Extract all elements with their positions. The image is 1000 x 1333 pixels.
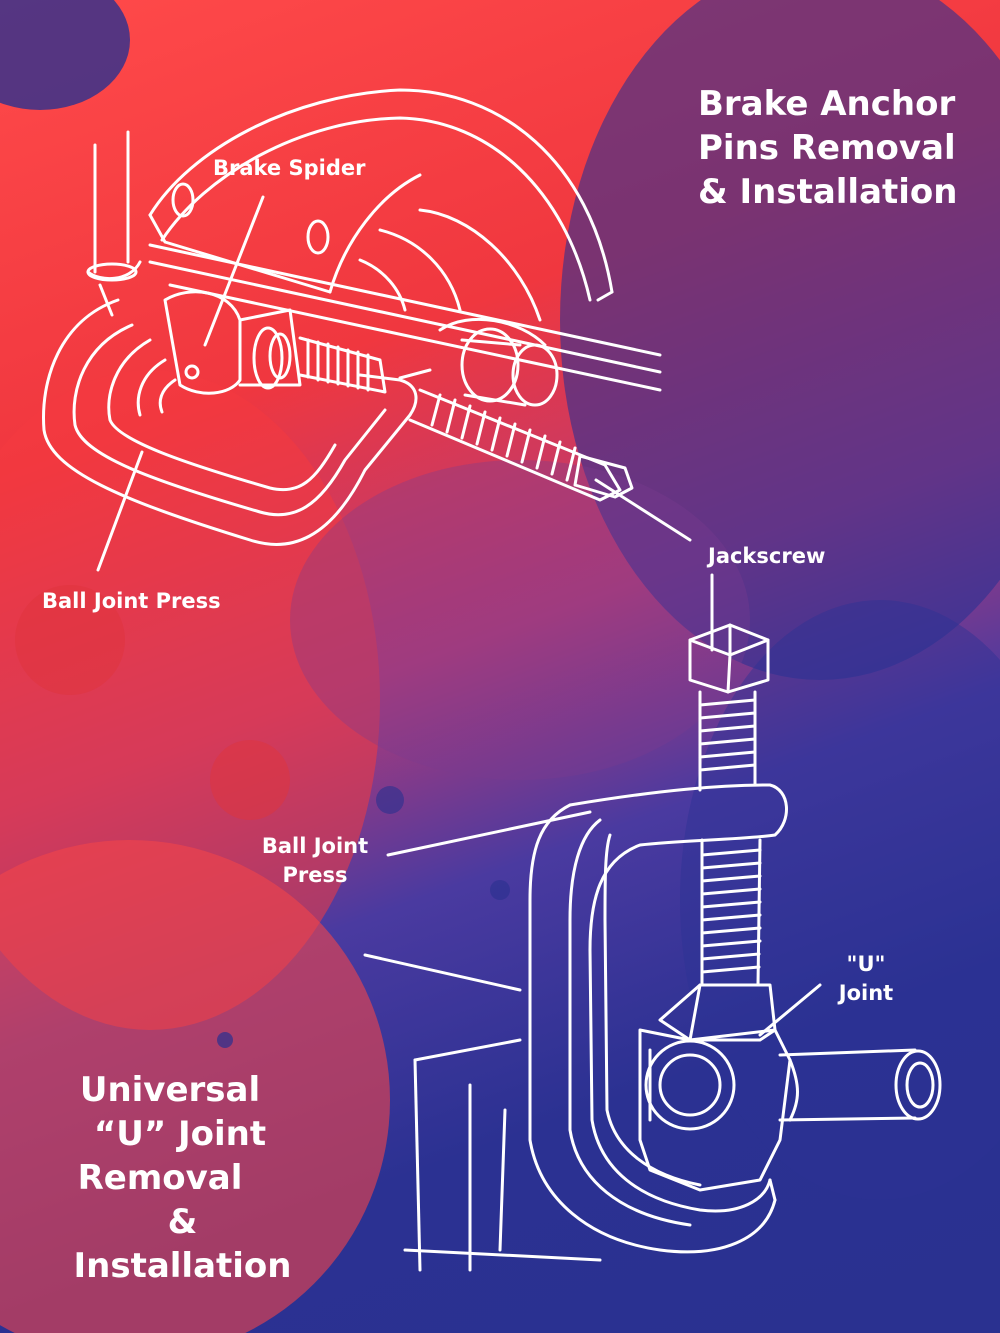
jackscrew-label: Jackscrew xyxy=(708,544,826,568)
ball-joint-press-bottom-label: Ball Joint Press xyxy=(250,832,380,890)
brake-spider-label: Brake Spider xyxy=(213,156,366,180)
bottom-title-line-2: “U” Joint xyxy=(93,1114,267,1154)
drum-hole-1 xyxy=(171,182,195,218)
u-joint-leader xyxy=(758,983,822,1037)
jackscrew-threads-vertical xyxy=(698,698,757,772)
bottom-title: Universal “U” Joint Removal & Installati… xyxy=(55,1068,375,1288)
u-joint-frame-outer xyxy=(568,783,788,1213)
ball-joint-press-bottom-line-2: Press xyxy=(282,863,348,887)
top-title: Brake Anchor Pins Removal & Installation xyxy=(698,82,988,214)
jackscrew-leader xyxy=(594,478,692,542)
bottom-title-line-3: Removal xyxy=(77,1158,243,1198)
jackscrew-hex-tip xyxy=(573,454,634,499)
top-title-line-1: Brake Anchor xyxy=(698,84,956,124)
ball-joint-press-bottom-leader xyxy=(386,810,592,857)
u-joint-bearing-outer xyxy=(644,1039,736,1131)
bottom-title-line-4: & Installation xyxy=(73,1202,292,1286)
brake-drum-outer-arc xyxy=(148,88,614,294)
bottom-title-line-1: Universal xyxy=(79,1070,261,1110)
u-joint-label: "U" Joint xyxy=(826,950,906,1008)
press-frame-outer xyxy=(42,298,418,546)
u-joint-shaft-top xyxy=(778,1048,917,1057)
u-joint-line-2: Joint xyxy=(838,981,894,1005)
brake-spider-leader xyxy=(203,195,265,347)
top-title-line-2: Pins Removal xyxy=(698,128,956,168)
u-joint-line-1: "U" xyxy=(846,952,886,976)
ball-joint-press-top-leader xyxy=(96,450,144,572)
ball-joint-press-bottom-line-1: Ball Joint xyxy=(261,834,369,858)
jackscrew-threads-top xyxy=(306,338,370,392)
drum-hole-2 xyxy=(306,219,330,255)
top-title-line-3: & Installation xyxy=(698,172,958,212)
ball-joint-press-top-label: Ball Joint Press xyxy=(42,589,221,613)
brake-drum-inner-arc xyxy=(160,116,592,302)
